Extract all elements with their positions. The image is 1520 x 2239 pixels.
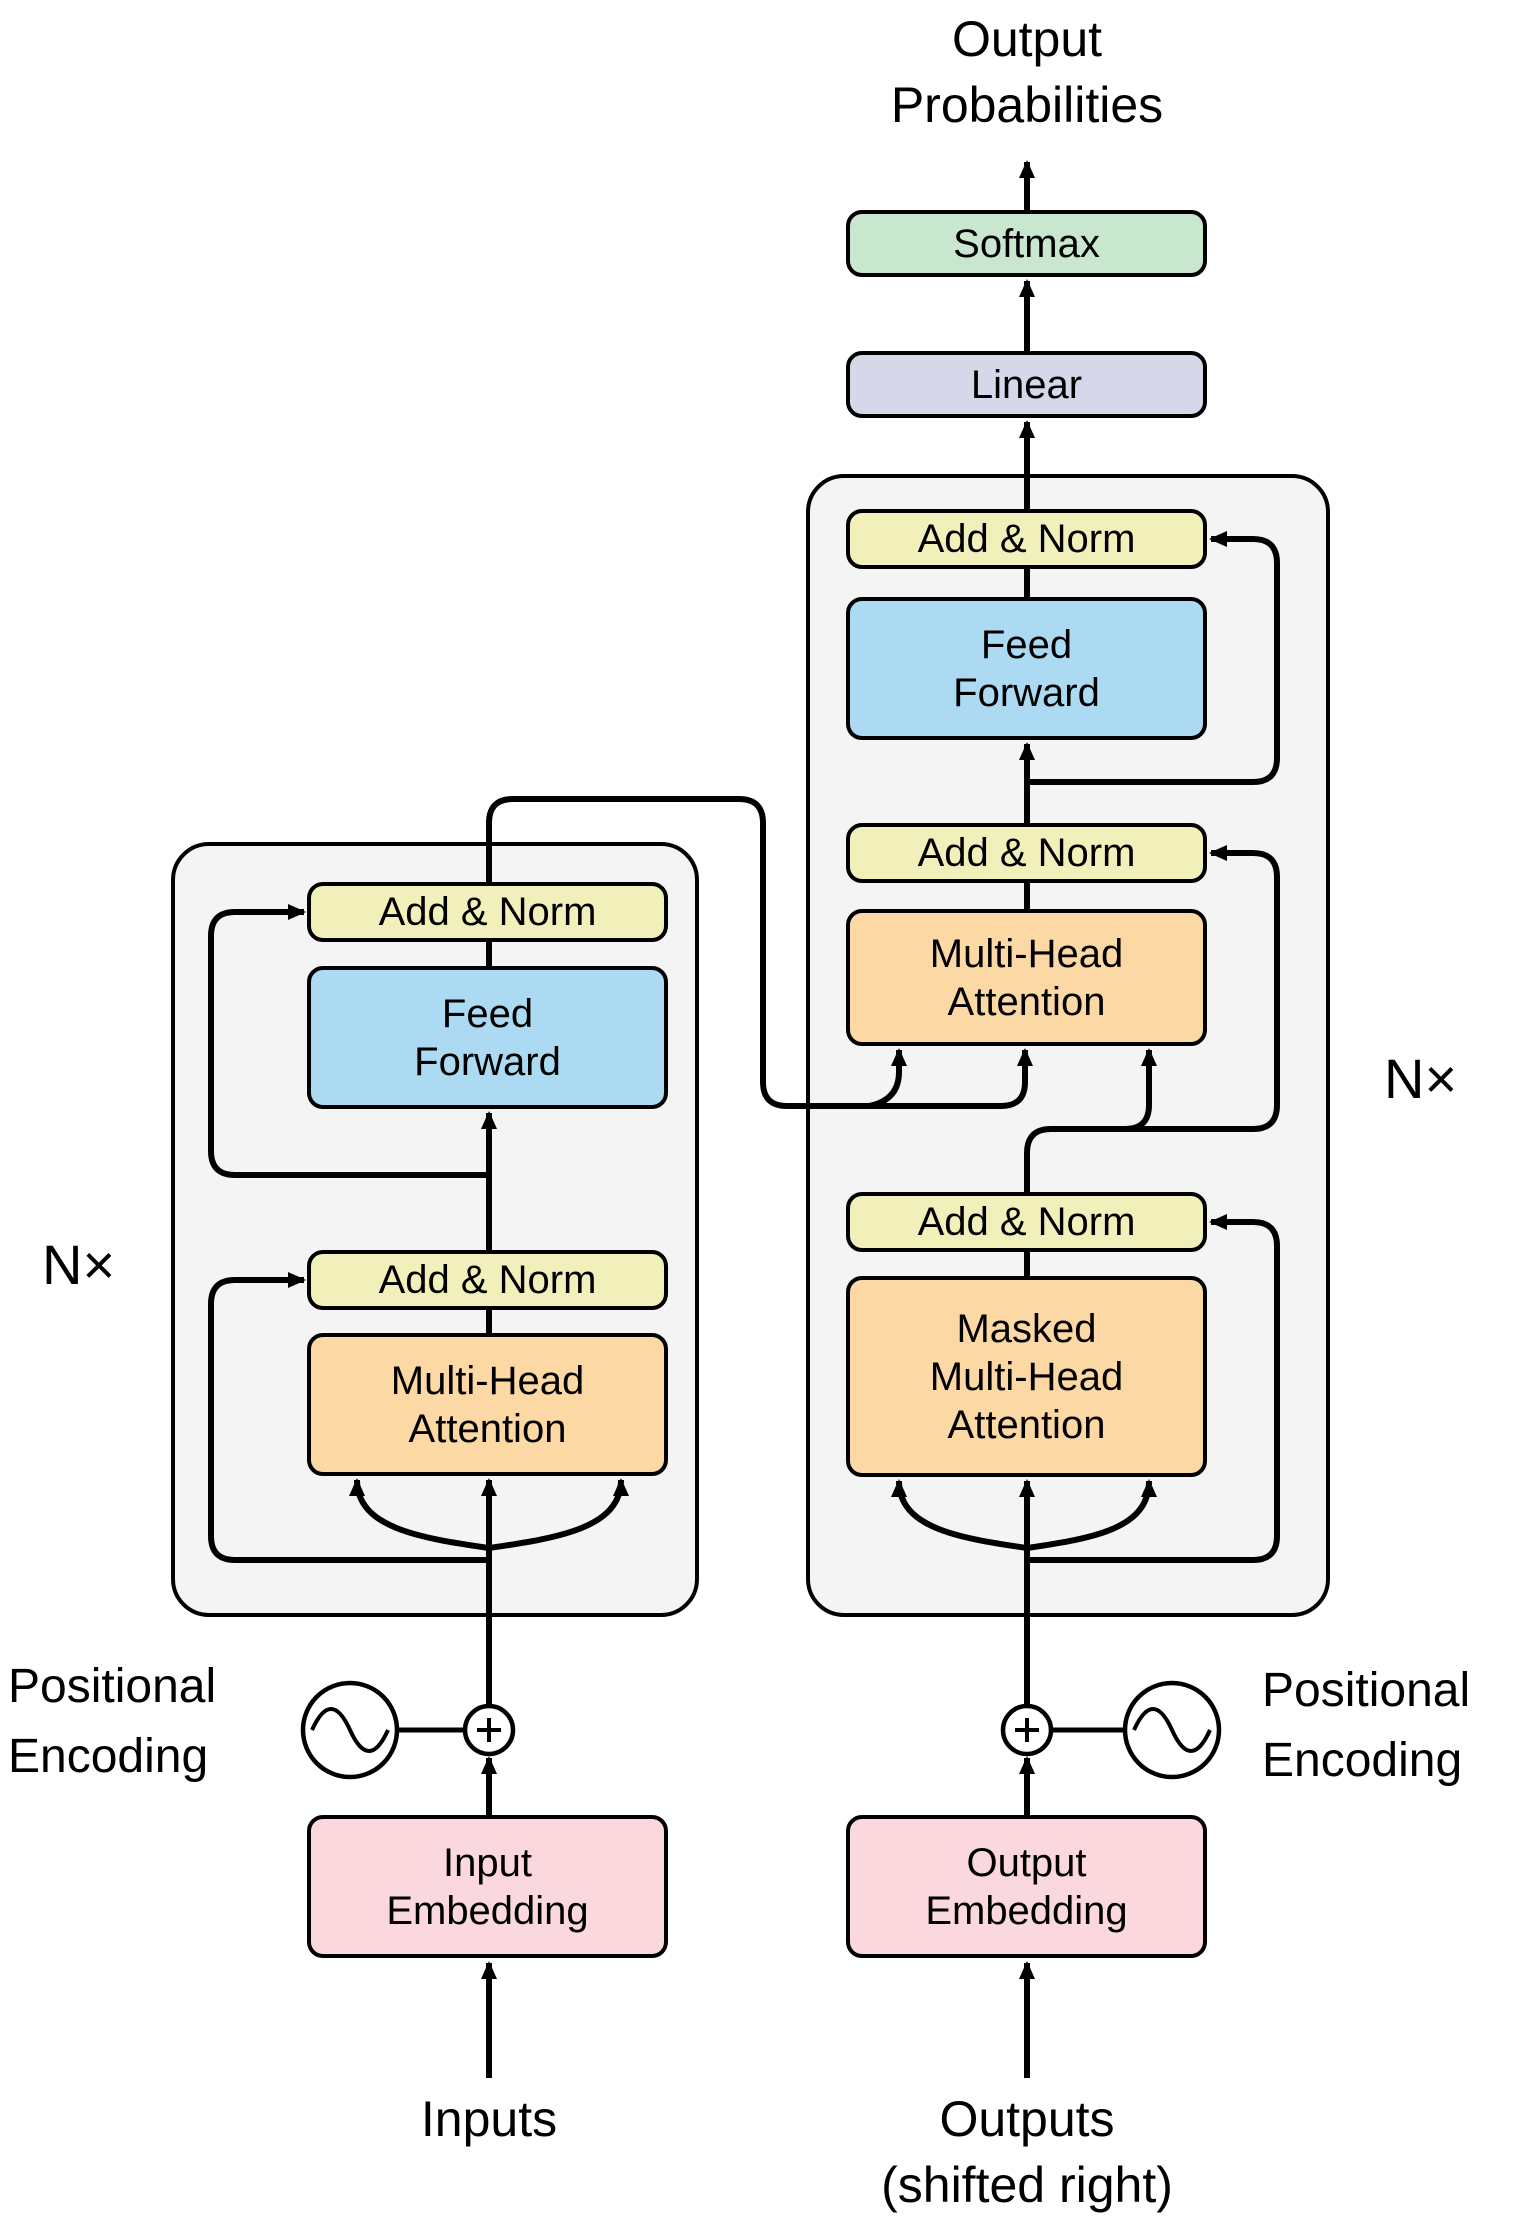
encoder-multi-head-attention: Multi-Head Attention bbox=[307, 1333, 668, 1476]
positional-encoding-icon-left bbox=[300, 1680, 400, 1780]
decoder-residual-masked-attention bbox=[1027, 1214, 1280, 1563]
decoder-feed-forward: Feed Forward bbox=[846, 597, 1207, 740]
pe-left-line1: Positional bbox=[8, 1660, 217, 1713]
pe-right-line1: Positional bbox=[1262, 1664, 1471, 1717]
n-times-label-encoder: N× bbox=[42, 1233, 116, 1296]
decoder-add-norm-bottom: Add & Norm bbox=[846, 1192, 1207, 1252]
outputs-line1: Outputs bbox=[939, 2091, 1115, 2147]
arrow-masked-attention-right-branch bbox=[1026, 1479, 1157, 1551]
arrow-encoder-output-to-decoder-attention bbox=[486, 796, 1033, 1109]
output-embedding-line1: Output bbox=[966, 1840, 1087, 1885]
decoder-residual-attention bbox=[1075, 845, 1280, 1132]
input-embedding-line1: Input bbox=[443, 1840, 532, 1885]
decoder-add-norm-bottom-label: Add & Norm bbox=[917, 1200, 1136, 1244]
encoder-add-norm-bottom-label: Add & Norm bbox=[378, 1258, 597, 1302]
encoder-add-norm-top-label: Add & Norm bbox=[378, 890, 597, 934]
positional-encoding-label-right: Positional Encoding bbox=[1262, 1656, 1518, 1795]
decoder-mha-line1: Multi-Head bbox=[929, 931, 1124, 976]
encoder-residual-ff bbox=[208, 904, 489, 1178]
arrow-encoder-attention-right-branch bbox=[488, 1478, 629, 1551]
add-icon-right bbox=[1000, 1703, 1054, 1757]
input-embedding-box: Input Embedding bbox=[307, 1815, 668, 1958]
encoder-ff-line2: Forward bbox=[414, 1039, 561, 1084]
pe-left-line2: Encoding bbox=[8, 1729, 209, 1783]
encoder-residual-attention bbox=[208, 1272, 489, 1563]
decoder-add-norm-top-label: Add & Norm bbox=[917, 517, 1136, 561]
encoder-to-decoder-arrows bbox=[486, 796, 1033, 1109]
decoder-masked-multi-head-attention: Masked Multi-Head Attention bbox=[846, 1276, 1207, 1477]
softmax-box: Softmax bbox=[846, 210, 1207, 277]
encoder-add-norm-bottom: Add & Norm bbox=[307, 1250, 668, 1310]
output-embedding-line2: Embedding bbox=[925, 1888, 1128, 1933]
encoder-mha-line1: Multi-Head bbox=[390, 1358, 585, 1403]
softmax-label: Softmax bbox=[953, 221, 1100, 266]
linear-label: Linear bbox=[970, 362, 1083, 407]
encoder-feed-forward: Feed Forward bbox=[307, 966, 668, 1109]
masked-mha-line2: Multi-Head bbox=[929, 1354, 1124, 1399]
linear-box: Linear bbox=[846, 351, 1207, 418]
arrow-encoder-output-branch bbox=[868, 1048, 907, 1109]
output-probabilities-line2: Probabilities bbox=[890, 77, 1164, 133]
decoder-mha-line2: Attention bbox=[947, 979, 1106, 1024]
n-times-label-decoder: N× bbox=[1384, 1047, 1458, 1110]
inputs-label: Inputs bbox=[329, 2086, 649, 2152]
decoder-add-norm-middle-label: Add & Norm bbox=[917, 831, 1136, 875]
add-icon-left bbox=[462, 1703, 516, 1757]
inputs-text: Inputs bbox=[420, 2091, 558, 2147]
output-probabilities-label: Output Probabilities bbox=[790, 6, 1264, 138]
decoder-residual-ff bbox=[1027, 531, 1280, 785]
decoder-multi-head-attention: Multi-Head Attention bbox=[846, 909, 1207, 1046]
outputs-line2: (shifted right) bbox=[881, 2157, 1173, 2213]
masked-mha-line1: Masked bbox=[956, 1306, 1097, 1351]
output-probabilities-line1: Output bbox=[951, 11, 1103, 67]
masked-mha-line3: Attention bbox=[947, 1402, 1106, 1447]
arrow-decoder-query-to-attention bbox=[1024, 1048, 1157, 1192]
arrow-encoder-attention-left-branch bbox=[349, 1478, 490, 1551]
output-embedding-box: Output Embedding bbox=[846, 1815, 1207, 1958]
encoder-mha-line2: Attention bbox=[408, 1406, 567, 1451]
decoder-flow-arrows bbox=[891, 160, 1280, 2078]
input-embedding-line2: Embedding bbox=[386, 1888, 589, 1933]
encoder-ff-line1: Feed bbox=[441, 991, 534, 1036]
encoder-flow-arrows bbox=[208, 904, 629, 2078]
arrow-masked-attention-left-branch bbox=[891, 1479, 1028, 1551]
decoder-add-norm-top: Add & Norm bbox=[846, 509, 1207, 569]
decoder-add-norm-middle: Add & Norm bbox=[846, 823, 1207, 883]
decoder-ff-line2: Forward bbox=[953, 670, 1100, 715]
encoder-add-norm-top: Add & Norm bbox=[307, 882, 668, 942]
positional-encoding-label-left: Positional Encoding bbox=[8, 1652, 298, 1791]
outputs-label: Outputs (shifted right) bbox=[815, 2086, 1239, 2218]
decoder-ff-line1: Feed bbox=[980, 622, 1073, 667]
positional-encoding-icon-right bbox=[1122, 1680, 1222, 1780]
pe-right-line2: Encoding bbox=[1262, 1733, 1463, 1787]
